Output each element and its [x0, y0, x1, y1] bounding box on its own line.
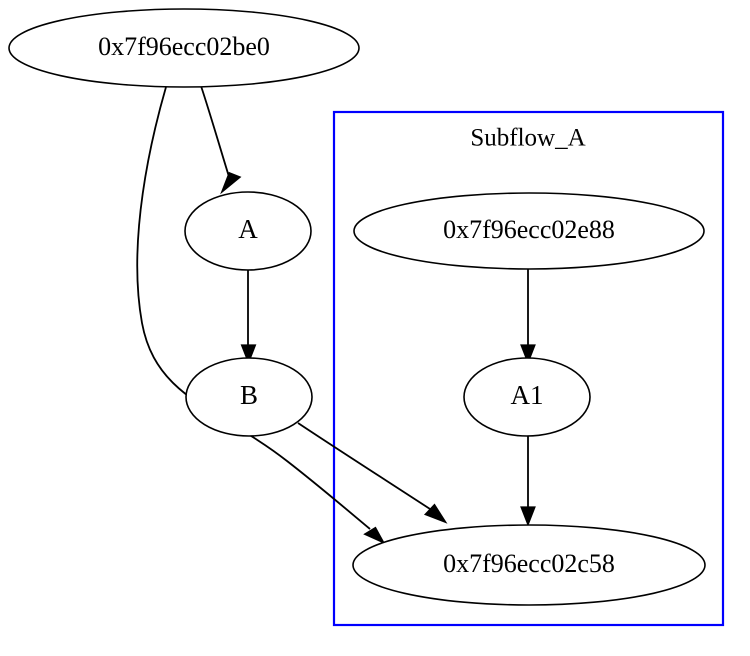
node-shape-ellipse — [184, 191, 312, 271]
node-A[interactable]: A — [184, 191, 312, 271]
arrowhead-icon — [220, 171, 242, 195]
cluster-label: Subflow_A — [470, 125, 585, 152]
arrowhead-icon — [520, 344, 536, 365]
edge-line — [297, 422, 431, 510]
edge-B-to-c58[interactable] — [297, 422, 448, 524]
node-e88[interactable]: 0x7f96ecc02e88 — [353, 192, 705, 270]
arrowhead-icon — [423, 503, 448, 524]
node-label: 0x7f96ecc02e88 — [443, 215, 615, 244]
node-shape-ellipse — [8, 8, 360, 88]
edge-line — [136, 86, 371, 530]
cluster-border-rect — [332, 110, 725, 627]
node-A1[interactable]: A1 — [463, 357, 591, 437]
node-shape-ellipse — [463, 357, 591, 437]
edge-A1-to-c58[interactable] — [520, 436, 536, 527]
arrowhead-icon — [363, 526, 386, 545]
edge-root-to-c58[interactable] — [136, 86, 386, 545]
arrowhead-icon — [520, 506, 536, 527]
node-c58[interactable]: 0x7f96ecc02c58 — [352, 524, 706, 606]
node-label: A1 — [511, 380, 544, 410]
node-shape-ellipse — [185, 357, 313, 437]
node-B[interactable]: B — [185, 357, 313, 437]
node-shape-ellipse — [353, 192, 705, 270]
edge-root-to-A[interactable] — [200, 85, 242, 195]
node-label: 0x7f96ecc02c58 — [443, 549, 615, 578]
node-label: B — [240, 380, 258, 410]
arrowhead-icon — [240, 344, 257, 365]
node-shape-ellipse — [352, 524, 706, 606]
node-label: 0x7f96ecc02be0 — [98, 32, 270, 61]
edge-e88-to-A1[interactable] — [520, 269, 536, 365]
cluster-subflow-a[interactable]: Subflow_A — [332, 110, 725, 627]
node-label: A — [238, 214, 258, 244]
edge-line — [200, 85, 231, 181]
node-root[interactable]: 0x7f96ecc02be0 — [8, 8, 360, 88]
edge-A-to-B[interactable] — [240, 270, 257, 365]
edges-layer — [136, 85, 536, 545]
